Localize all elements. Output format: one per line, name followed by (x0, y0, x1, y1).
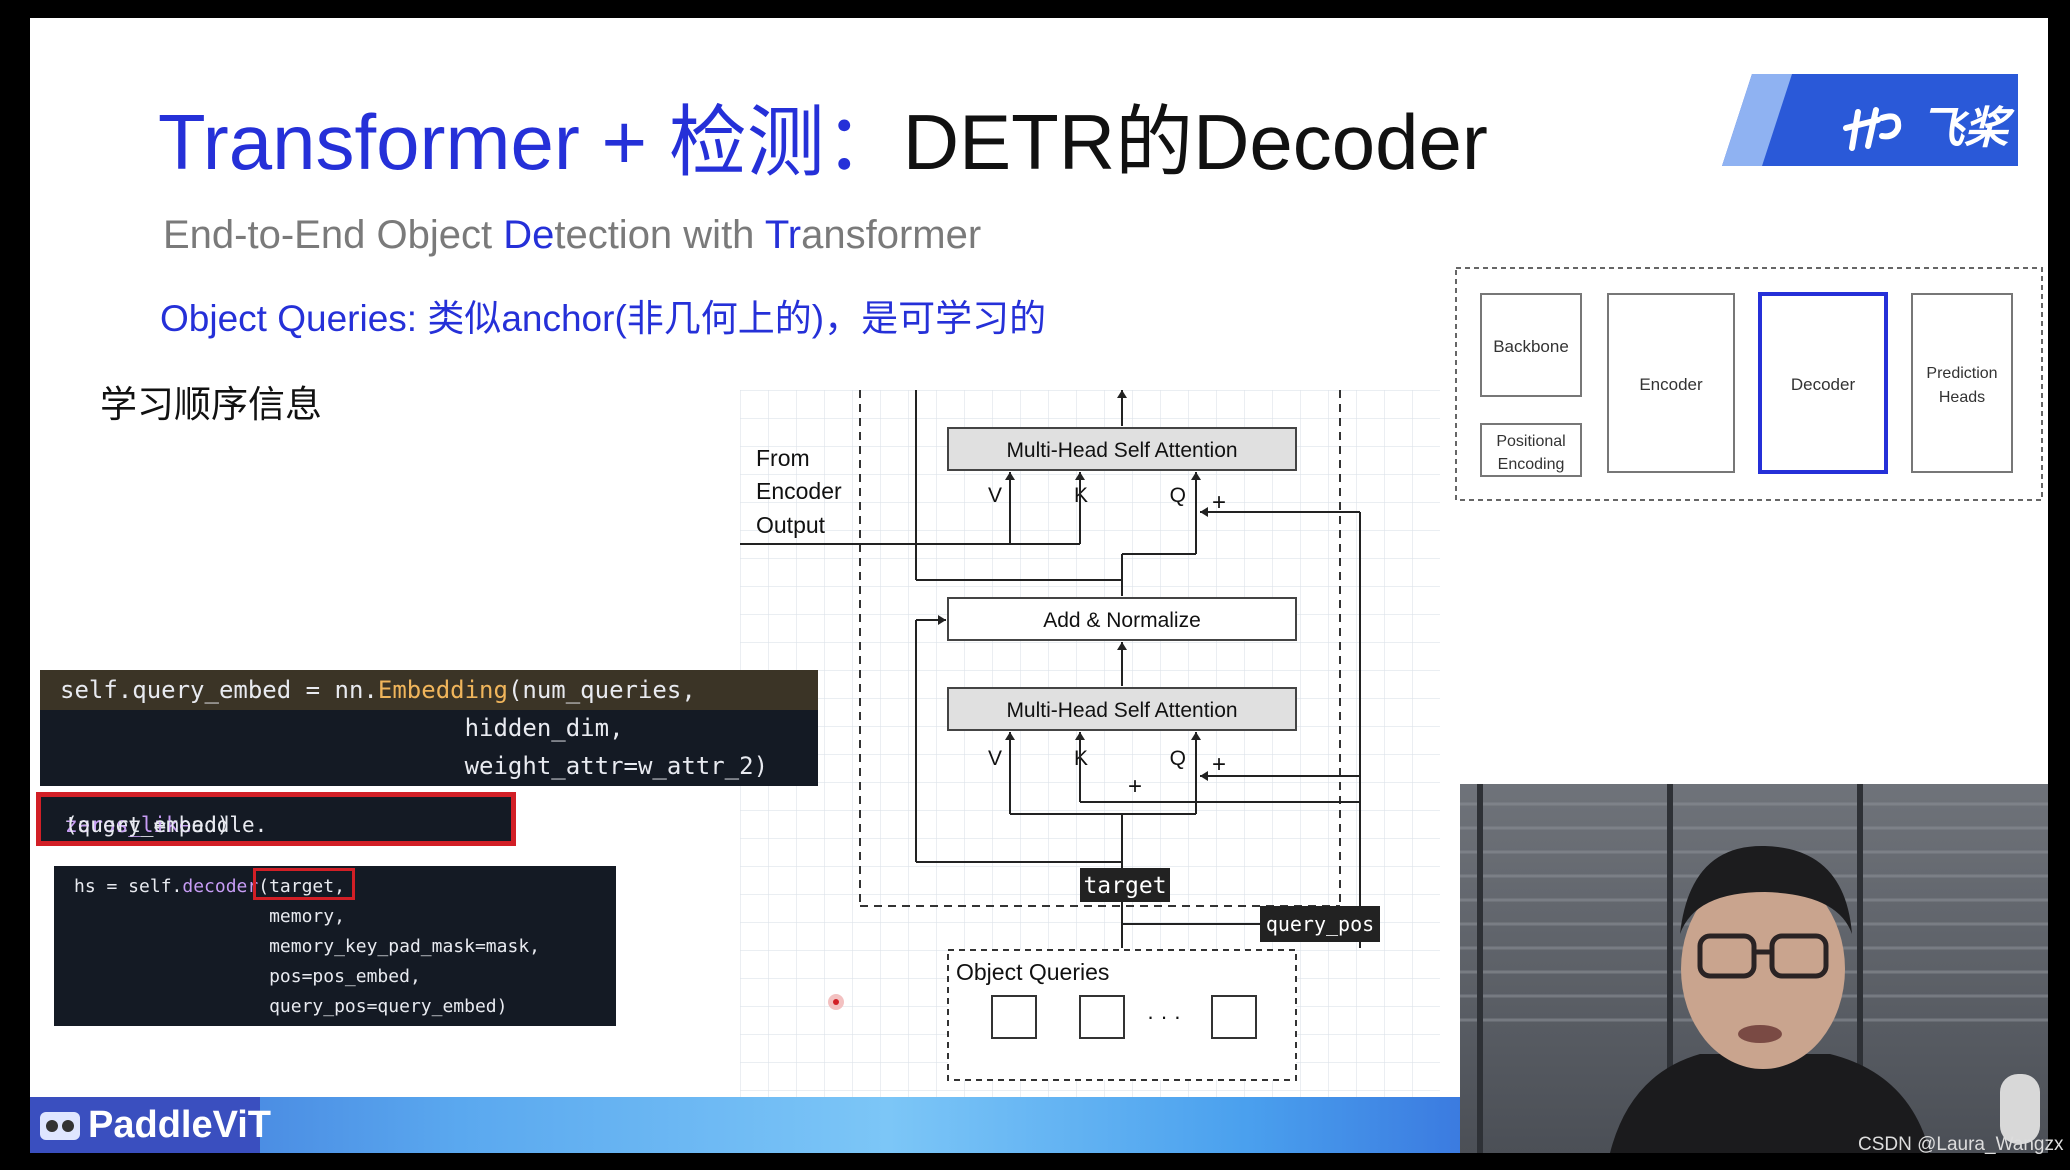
webcam-video-feed (1460, 784, 2048, 1153)
code-query-embed: self.query_embed = nn.Embedding(num_quer… (40, 670, 818, 786)
slide-title: Transformer + 检测：DETR的Decoder (158, 80, 1488, 192)
code-text: self.query_embed = nn. (60, 676, 378, 704)
encoding-label: Encoding (1498, 456, 1565, 473)
paddle-logo-text: 飞桨 (1920, 92, 2008, 156)
output-label: Output (756, 512, 826, 538)
target-tag-label: target (1083, 873, 1166, 899)
presenter-video (1460, 784, 2048, 1153)
encoder-label: Encoder (1639, 375, 1703, 394)
paddlevit-icon (38, 1104, 82, 1144)
v-label: V (988, 484, 1002, 507)
q-label-2: Q (1170, 747, 1186, 770)
backbone-label: Backbone (1493, 337, 1569, 356)
code-target-zeros: target = paddle.zeros_like(query_embed) (36, 792, 516, 846)
subtitle-highlight: De (503, 213, 554, 257)
csdn-watermark: CSDN @Laura_Wangzx (1858, 1134, 2064, 1156)
query-slot (1080, 996, 1124, 1038)
plus-sign-3: + (1128, 773, 1142, 800)
footer-brand-label: PaddleViT (88, 1104, 271, 1147)
heads-label: Heads (1939, 389, 1985, 406)
positional-label: Positional (1496, 433, 1565, 450)
add-normalize-label: Add & Normalize (1043, 609, 1201, 632)
subtitle-part: ansformer (801, 213, 981, 257)
plus-sign-2: + (1212, 751, 1226, 778)
code-line: query_pos=query_embed) (74, 992, 507, 1022)
ellipsis: · · · (1147, 1004, 1181, 1029)
mhsa-top-label: Multi-Head Self Attention (1006, 439, 1237, 462)
code-text: (num_queries, (508, 676, 696, 704)
code-line: memory_key_pad_mask=mask, (74, 932, 540, 962)
subtitle-highlight: Tr (765, 213, 801, 257)
learn-order-text: 学习顺序信息 (100, 374, 322, 428)
code-line: memory, (74, 902, 345, 932)
code-line: self.query_embed = nn.Embedding(num_quer… (60, 671, 696, 709)
code-line: hidden_dim, (60, 709, 624, 747)
object-queries-label: Object Queries (956, 959, 1109, 985)
code-highlight-box (253, 868, 355, 900)
laser-pointer-dot (828, 994, 844, 1010)
code-text: hs = self. (74, 876, 182, 897)
decoder-label: Decoder (1791, 375, 1856, 394)
prediction-heads-block (1912, 294, 2012, 472)
code-fn: Embedding (378, 676, 508, 704)
prediction-label: Prediction (1926, 365, 1997, 382)
q-label: Q (1170, 484, 1186, 507)
code-text: (query_embed) (65, 813, 229, 837)
decoder-layer-diagram: From Encoder Output Multi-Head Self Atte… (730, 384, 1390, 1094)
code-line: pos=pos_embed, (74, 962, 421, 992)
mhsa-bottom-label: Multi-Head Self Attention (1006, 699, 1237, 722)
code-line: weight_attr=w_attr_2) (60, 747, 768, 785)
title-blue-part: Transformer + 检测： (158, 98, 903, 186)
query-slot (992, 996, 1036, 1038)
query-pos-tag-label: query_pos (1266, 912, 1374, 936)
query-slot (1212, 996, 1256, 1038)
v-label-2: V (988, 747, 1002, 770)
subtitle-part: tection with (554, 213, 765, 257)
slide-subtitle: End-to-End Object Detection with Transfo… (163, 213, 981, 258)
code-fn: decoder (182, 876, 258, 897)
subtitle-part: End-to-End Object (163, 213, 503, 257)
title-dark-part: DETR的Decoder (903, 98, 1488, 186)
from-label: From (756, 445, 810, 471)
object-queries-note: Object Queries: 类似anchor(非几何上的)，是可学习的 (160, 288, 1046, 342)
encoder-label: Encoder (756, 478, 842, 504)
detr-pipeline-diagram: Backbone Positional Encoding Encoder Dec… (1454, 266, 2044, 502)
paddle-logo-icon (1838, 98, 1918, 158)
